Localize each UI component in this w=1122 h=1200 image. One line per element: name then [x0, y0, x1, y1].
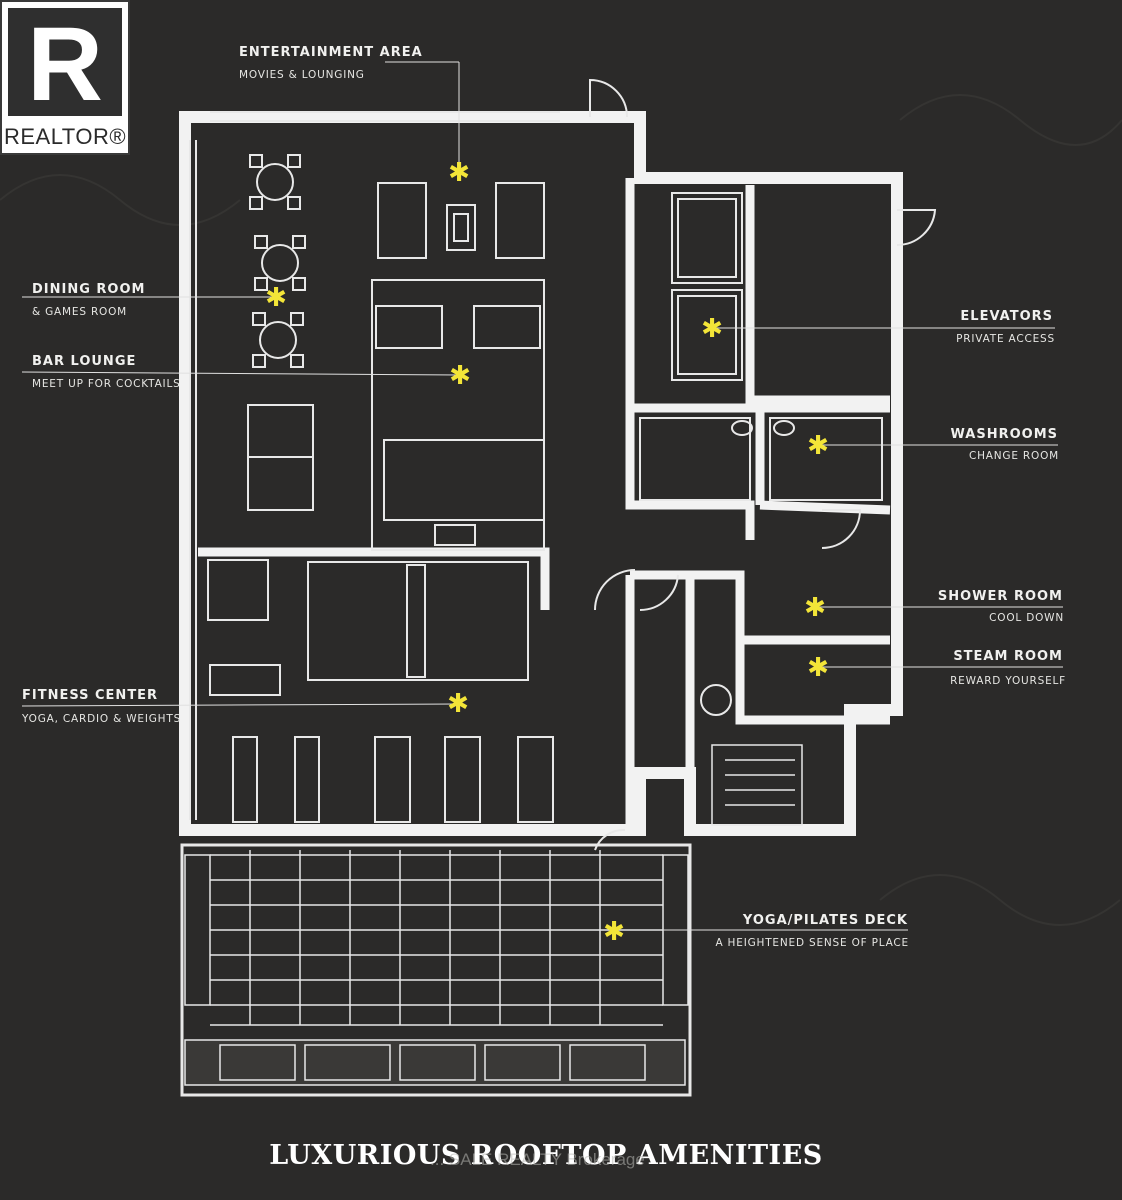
inner-walls: [198, 178, 891, 830]
label-elevators-title: ELEVATORS: [960, 309, 1053, 324]
label-dining-title: DINING ROOM: [32, 282, 146, 297]
label-steam-title: STEAM ROOM: [953, 649, 1063, 664]
leader-lines: [21, 61, 1063, 931]
star-marker: ✱: [804, 593, 826, 623]
stairs: [711, 744, 803, 826]
star-marker: ✱: [449, 361, 471, 391]
outer-walls: [179, 111, 903, 836]
label-steam-subtitle: REWARD YOURSELF: [950, 675, 1066, 687]
yoga-deck: [180, 843, 692, 1097]
elevators: [671, 192, 743, 381]
label-shower-subtitle: COOL DOWN: [989, 612, 1064, 624]
washroom-fixtures: [639, 417, 883, 716]
label-washrooms-title: WASHROOMS: [950, 427, 1058, 442]
realtor-logo-text: REALTOR®: [3, 124, 127, 149]
star-marker: ✱: [807, 653, 829, 683]
star-marker: ✱: [265, 283, 287, 313]
listing-watermark: ... SALE REALTY Brokerage: [430, 1150, 645, 1169]
realtor-r-icon: R: [8, 6, 122, 122]
label-dining-subtitle: & GAMES ROOM: [32, 306, 128, 318]
dining-tables: [247, 154, 314, 511]
label-washrooms-subtitle: CHANGE ROOM: [968, 450, 1059, 462]
star-marker: ✱: [448, 158, 470, 188]
realtor-logo: R REALTOR®: [0, 0, 130, 155]
background-pattern: [0, 94, 1122, 926]
star-markers: ✱ ✱ ✱ ✱ ✱ ✱ ✱ ✱ ✱: [265, 158, 829, 947]
star-marker: ✱: [807, 431, 829, 461]
svg-text:R: R: [27, 6, 103, 122]
label-deck-subtitle: A HEIGHTENED SENSE OF PLACE: [715, 937, 909, 949]
bar-counter: [371, 279, 545, 551]
label-fitness-subtitle: YOGA, CARDIO & WEIGHTS: [22, 713, 182, 725]
label-entertainment-subtitle: MOVIES & LOUNGING: [239, 69, 365, 81]
star-marker: ✱: [447, 689, 469, 719]
fitness-equipment: [207, 559, 554, 823]
windows: [189, 111, 560, 820]
lounge-furniture: [377, 182, 545, 259]
label-bar-subtitle: MEET UP FOR COCKTAILS: [32, 378, 181, 390]
label-elevators-subtitle: PRIVATE ACCESS: [956, 333, 1055, 345]
doors: [589, 78, 937, 851]
label-fitness-title: FITNESS CENTER: [22, 688, 159, 703]
label-bar-title: BAR LOUNGE: [32, 354, 137, 369]
star-marker: ✱: [603, 917, 625, 947]
page-heading: LUXURIOUS ROOFTOP AMENITIES: [269, 1140, 823, 1171]
label-entertainment-title: ENTERTAINMENT AREA: [239, 45, 423, 60]
star-marker: ✱: [701, 314, 723, 344]
label-deck-title: YOGA/PILATES DECK: [742, 913, 908, 928]
label-shower-title: SHOWER ROOM: [937, 589, 1063, 604]
